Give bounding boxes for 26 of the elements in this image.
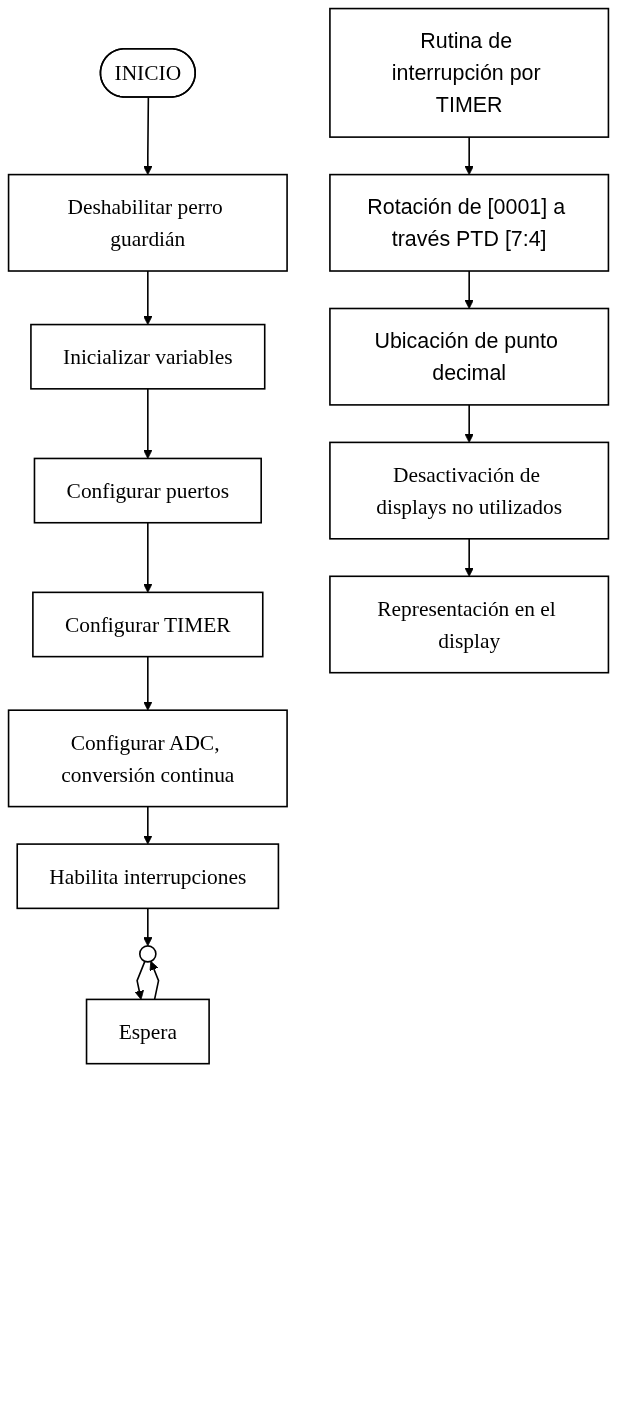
node-box: Representación en el display [329,575,610,674]
node-box: Habilita interrupciones [16,843,280,910]
arrow [143,270,153,325]
node-box: Rutina de interrupción por TIMER [329,7,610,138]
node-box: Ubicación de punto decimal [329,307,610,406]
node-box: Inicializar variables [30,323,266,390]
node-circle [139,945,157,963]
node-box: Espera [85,998,210,1065]
arrow [149,960,160,1001]
arrow [143,655,153,711]
node-box: Deshabilitar perro guardián [7,173,288,272]
arrow [143,805,153,845]
node-box: Configurar puertos [33,457,262,524]
node-box: Rotación de [0001] a través PTD [7:4] [329,173,610,272]
arrow [143,907,153,947]
arrow [134,960,146,1000]
arrow [143,388,153,459]
arrow [464,270,474,309]
arrow [464,136,474,176]
node-box: Configurar TIMER [32,591,264,658]
arrow [464,538,474,577]
arrow [143,96,153,176]
node-box: Configurar ADC, conversión continua [7,709,288,808]
node-box: Desactivación de displays no utilizados [329,441,610,540]
arrow [464,404,474,443]
arrow [143,521,153,593]
